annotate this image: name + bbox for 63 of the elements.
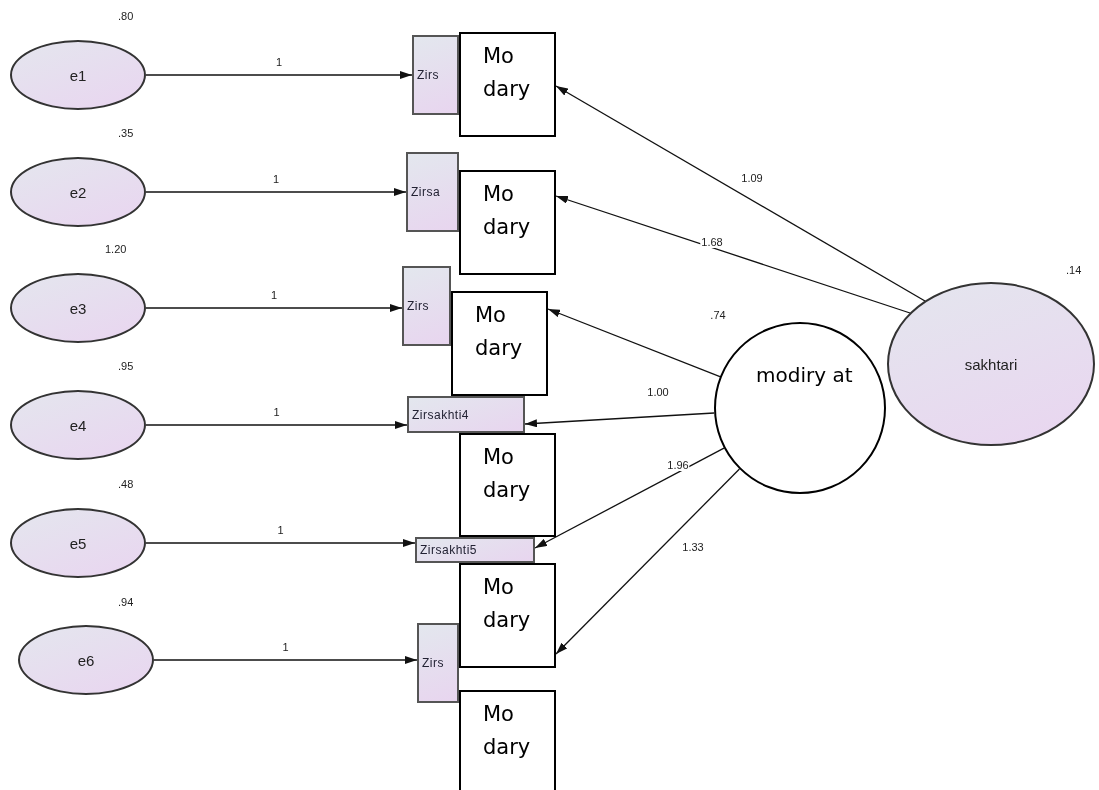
node-label: Zirs <box>417 68 439 82</box>
arrow <box>145 188 407 196</box>
variance-label: .80 <box>118 10 134 22</box>
arrow <box>524 412 715 428</box>
arrow <box>153 656 418 664</box>
observed-variable-box <box>412 35 459 115</box>
node-label: Zirsa <box>411 185 441 199</box>
node-label: Mo dary <box>475 303 523 360</box>
variance-label: .95 <box>118 360 134 372</box>
edge-label: 1 <box>276 524 285 536</box>
node-label: Zirs <box>407 299 429 313</box>
edge-label: 1 <box>269 289 279 301</box>
overlay-box <box>459 433 556 537</box>
node-label: e4 <box>69 416 87 434</box>
edge-label: 1 <box>274 56 284 68</box>
arrow <box>547 308 721 378</box>
variance-label: 1.20 <box>105 243 127 255</box>
arrow <box>555 85 926 302</box>
overlay-box <box>459 32 556 137</box>
edge-label: 1.00 <box>646 386 670 398</box>
variance-label: .14 <box>1066 264 1082 276</box>
edge-label: 1 <box>272 406 281 418</box>
observed-variable-box <box>402 266 451 346</box>
node-label: e5 <box>69 534 87 552</box>
edge-label: 1.33 <box>681 541 705 553</box>
edge-label: 1 <box>281 641 290 653</box>
node-label: Mo dary <box>483 702 531 759</box>
node-label: e2 <box>69 183 87 201</box>
arrow <box>555 195 911 314</box>
node-label: Mo dary <box>483 44 531 101</box>
arrow <box>145 304 403 312</box>
node-label: Zirs <box>422 656 444 670</box>
variance-label: .35 <box>118 127 134 139</box>
arrow <box>145 539 416 547</box>
node-label: Zirsakhti5 <box>420 543 477 557</box>
observed-variable-box <box>417 623 459 703</box>
arrow <box>145 71 413 79</box>
overlay-box <box>459 170 556 275</box>
edge-label: .74 <box>709 309 727 321</box>
node-label: e3 <box>69 299 87 317</box>
arrow <box>534 447 725 549</box>
edge-label: 1.09 <box>740 172 764 184</box>
overlay-box <box>459 690 556 790</box>
node-label: modiry at <box>756 363 853 387</box>
variance-label: .48 <box>118 478 134 490</box>
arrow <box>145 421 408 429</box>
edge-label: 1 <box>271 173 281 185</box>
overlay-box <box>451 291 548 396</box>
node-label: sakhtari <box>964 355 1018 373</box>
overlay-box <box>459 563 556 668</box>
node-label: Mo dary <box>483 445 531 502</box>
variance-label: .94 <box>118 596 134 608</box>
arrow <box>555 468 741 655</box>
node-label: Mo dary <box>483 182 531 239</box>
observed-variable-box <box>407 396 525 433</box>
edge-label: 1.96 <box>666 459 690 471</box>
node-label: Mo dary <box>483 575 531 632</box>
observed-variable-box <box>406 152 459 232</box>
edge-label: 1.68 <box>700 236 724 248</box>
observed-variable-box <box>415 537 535 563</box>
node-label: Zirsakhti4 <box>412 407 469 422</box>
node-label: e6 <box>77 651 95 669</box>
node-label: e1 <box>69 66 87 84</box>
